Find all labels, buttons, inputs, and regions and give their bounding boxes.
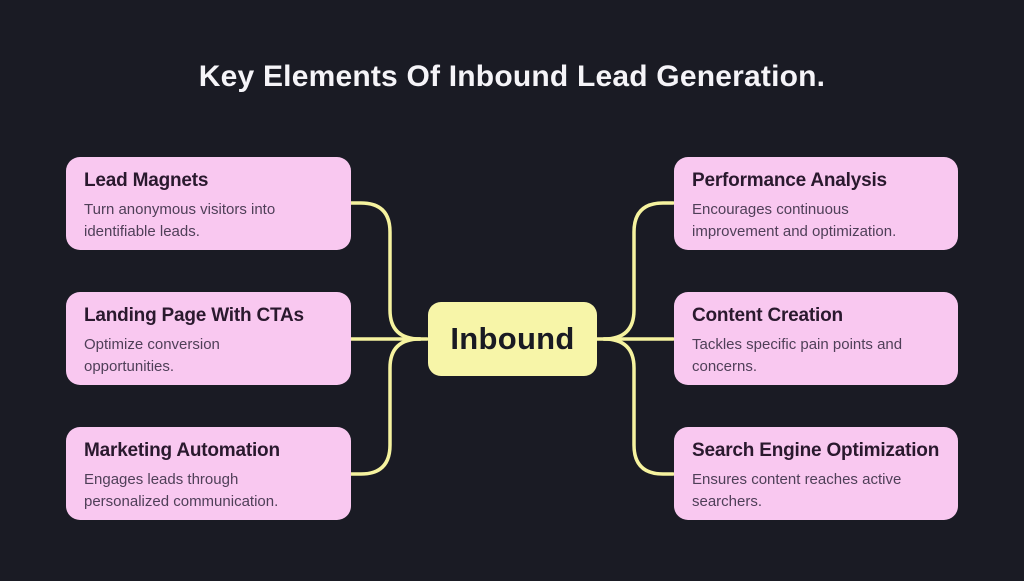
connector-right-top	[602, 201, 675, 341]
node-description: Optimize conversion opportunities.	[84, 336, 220, 375]
node-title: Content Creation	[692, 305, 843, 326]
connector-left-top	[349, 201, 422, 341]
node-description: Encourages continuous improvement and op…	[692, 201, 897, 240]
node-title: Landing Page With CTAs	[84, 305, 304, 326]
node-search-engine-optimization: Search Engine Optimization Ensures conte…	[674, 427, 958, 520]
node-landing-page-with-ctas: Landing Page With CTAs Optimize conversi…	[66, 292, 351, 385]
node-description: Engages leads through personalized commu…	[84, 471, 279, 510]
center-node-label: Inbound	[450, 321, 575, 356]
node-lead-magnets: Lead Magnets Turn anonymous visitors int…	[66, 157, 351, 250]
connector-right-bottom	[602, 337, 675, 476]
node-description: Turn anonymous visitors into identifiabl…	[84, 201, 276, 240]
center-node-inbound: Inbound	[428, 302, 597, 376]
node-marketing-automation: Marketing Automation Engages leads throu…	[66, 427, 351, 520]
node-performance-analysis: Performance Analysis Encourages continuo…	[674, 157, 958, 250]
node-title: Marketing Automation	[84, 440, 280, 461]
connector-left-bottom	[349, 337, 422, 476]
node-title: Lead Magnets	[84, 170, 209, 191]
node-title: Search Engine Optimization	[692, 440, 940, 461]
node-description: Tackles specific pain points and concern…	[692, 336, 903, 375]
node-title: Performance Analysis	[692, 170, 887, 191]
node-description: Ensures content reaches active searchers…	[692, 471, 902, 510]
page-title: Key Elements Of Inbound Lead Generation.	[198, 60, 826, 93]
node-content-creation: Content Creation Tackles specific pain p…	[674, 292, 958, 385]
